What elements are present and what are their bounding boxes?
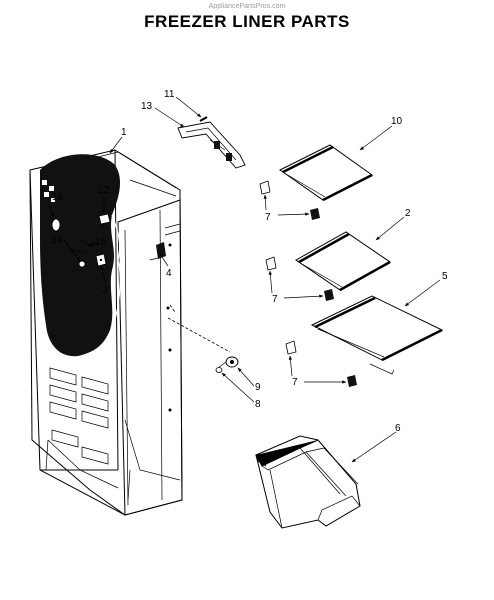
callout-7-top: 7 (265, 212, 271, 223)
callout-12: 12 (98, 185, 110, 196)
shelf-part-2 (295, 231, 391, 292)
bracket-part-3 (95, 253, 107, 267)
light-socket-part-16 (51, 218, 61, 232)
callout-numbers: 1 11 13 10 2 5 6 7 7 7 9 8 12 16 14 15 3… (51, 89, 448, 434)
shelf-part-5 (310, 295, 444, 375)
callout-15: 15 (95, 237, 107, 248)
shelf-part-10 (279, 144, 373, 202)
screw-part-14 (78, 260, 86, 268)
shelf-rail-part-13 (177, 121, 246, 169)
callout-13: 13 (141, 101, 153, 112)
callout-9: 9 (255, 382, 261, 393)
freezer-liner (29, 149, 183, 516)
damper-part-9 (217, 356, 239, 369)
callout-6: 6 (395, 423, 401, 434)
freezer-bin-part-6 (255, 435, 361, 529)
watermark-text: AppliancePartsPros.com (208, 3, 286, 10)
callout-leaders (47, 96, 441, 463)
callout-7-bottom: 7 (292, 377, 298, 388)
callout-7-middle: 7 (272, 294, 278, 305)
callout-5: 5 (442, 271, 448, 282)
callout-4: 4 (166, 268, 172, 279)
assembly-guide-line (167, 304, 231, 353)
callout-1: 1 (121, 127, 127, 138)
shelf-support-part-7 (259, 180, 357, 387)
screw-part-8 (215, 367, 223, 373)
callout-14: 14 (51, 235, 63, 246)
callout-8: 8 (255, 399, 261, 410)
diagram-title: FREEZER LINER PARTS (144, 12, 350, 31)
callout-3: 3 (102, 285, 108, 296)
screw-part-11 (199, 116, 208, 122)
callout-11: 11 (164, 89, 175, 100)
bracket-part-4 (149, 242, 166, 261)
callout-2: 2 (405, 208, 411, 219)
callout-10: 10 (391, 116, 403, 127)
clip-part-12 (98, 213, 111, 229)
callout-16: 16 (52, 192, 64, 203)
